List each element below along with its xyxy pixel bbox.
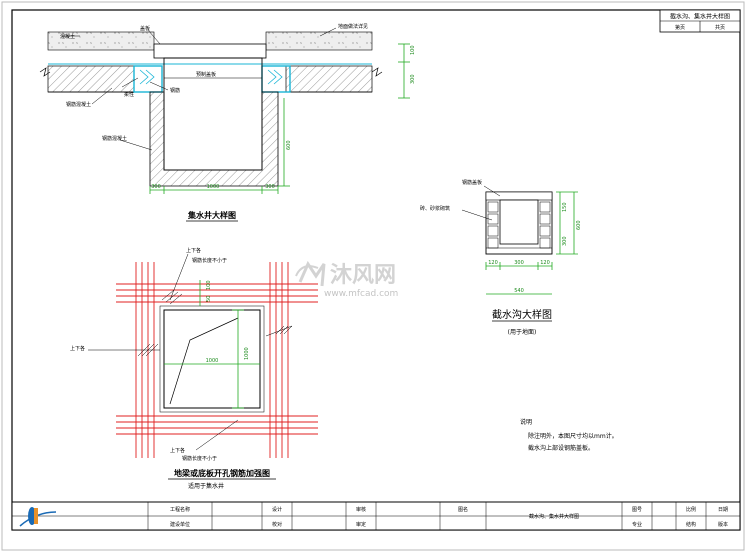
corner-page: 第页	[675, 24, 685, 31]
trench-dim-bottom-c: 120	[540, 260, 550, 266]
pit-dim-width: 1000	[207, 184, 220, 190]
trench-label-side: 砖、砂浆砌筑	[420, 205, 450, 212]
pit-dim-top: 100	[410, 45, 416, 55]
pit-dim-left: 300	[151, 184, 161, 190]
trench-dim-width: 540	[514, 288, 524, 294]
trench-subcaption: (用于地面)	[508, 328, 537, 336]
pit-dim-right: 300	[265, 184, 275, 190]
corner-total: 共页	[715, 24, 725, 31]
trench-detail: 钢筋盖板 砖、砂浆砌筑 150 300 600 120 300 120 540 …	[420, 179, 582, 336]
pit-dim-depth: 600	[286, 140, 292, 150]
rebar-dim-h: 1000	[244, 347, 250, 360]
corner-title: 截水沟、集水井大样图	[670, 13, 730, 21]
watermark-logo-icon	[295, 260, 326, 287]
pit-label-cushion: 钢筋混凝土	[66, 101, 91, 108]
pit-label-concrete: 混凝土	[60, 33, 75, 40]
pit-label-wall: 钢筋混凝土	[102, 135, 127, 142]
trench-dim-a: 150	[562, 202, 568, 212]
watermark-url: www.mfcad.com	[324, 289, 398, 299]
rebar-plan: 1000 1000 100 50 上下各 钢筋长度不小于 上下各 上下各 钢筋长…	[70, 247, 318, 490]
rebar-label-bottom1: 上下各	[170, 447, 185, 454]
rebar-label-top1: 上下各	[186, 247, 201, 254]
title-block: 工程名称 设计 审核 图名 截水沟、集水井大样图 图号 比例 日期 建设单位 校…	[11, 501, 741, 531]
notes-heading: 说明	[520, 418, 532, 426]
tb-cell-10: 审定	[356, 521, 366, 528]
pit-label-waterproof: 地面做法详见	[338, 23, 368, 30]
tb-cell-8: 建设单位	[170, 521, 190, 528]
tb-cell-5: 图号	[632, 507, 642, 513]
tb-cell-11: 专业	[632, 521, 642, 528]
notes-line-2: 截水沟上部设钢筋盖板。	[528, 444, 594, 452]
watermark: 沐风网 www.mfcad.com	[295, 260, 398, 299]
pit-label-cover: 盖板	[140, 25, 150, 32]
company-logo-icon	[19, 507, 57, 527]
corner-title-block: 截水沟、集水井大样图 第页 共页	[659, 9, 741, 33]
pit-caption: 集水井大样图	[187, 210, 236, 220]
rebar-label-left: 上下各	[70, 345, 85, 352]
watermark-brand: 沐风网	[330, 263, 396, 288]
rebar-caption: 地梁或底板开孔钢筋加强图	[174, 468, 270, 478]
pit-detail: 100 300 600 300 1000 300 混凝土 盖板 地面做法详见 钢…	[39, 23, 416, 222]
pit-dim-mid: 300	[410, 74, 416, 84]
rebar-dim-a: 100	[206, 280, 212, 290]
rebar-label-top2: 钢筋长度不小于	[192, 257, 227, 264]
tb-cell-9: 校对	[272, 521, 282, 528]
pit-label-flexible: 柔性	[124, 91, 134, 98]
notes-line-1: 除注明外，本图尺寸均以mm计。	[528, 432, 618, 440]
trench-dim-bottom-b: 300	[514, 260, 524, 266]
pit-label-grid: 钢筋	[170, 87, 180, 94]
tb-cell-13: 版本	[718, 521, 728, 528]
tb-cell-2: 审核	[356, 506, 366, 513]
trench-dim-b: 300	[562, 236, 568, 246]
tb-cell-12: 结构	[686, 521, 696, 528]
tb-cell-7: 日期	[718, 507, 728, 513]
tb-cell-3: 图名	[458, 506, 468, 513]
rebar-dim-w: 1000	[206, 358, 219, 364]
tb-cell-0: 工程名称	[170, 506, 190, 513]
trench-dim-bottom-a: 120	[488, 260, 498, 266]
notes: 说明 除注明外，本图尺寸均以mm计。 截水沟上部设钢筋盖板。	[520, 418, 618, 452]
trench-dim-total: 600	[576, 220, 582, 230]
trench-caption: 截水沟大样图	[492, 308, 552, 321]
tb-cell-1: 设计	[272, 506, 282, 513]
pit-label-inner: 预制盖板	[196, 71, 216, 78]
rebar-subcaption: 适用于集水井	[188, 482, 224, 490]
rebar-label-bottom2: 钢筋长度不小于	[182, 455, 217, 462]
tb-cell-4: 截水沟、集水井大样图	[529, 513, 579, 520]
tb-cell-6: 比例	[686, 506, 696, 513]
rebar-dim-b: 50	[206, 296, 212, 302]
trench-label-top: 钢筋盖板	[462, 179, 482, 186]
